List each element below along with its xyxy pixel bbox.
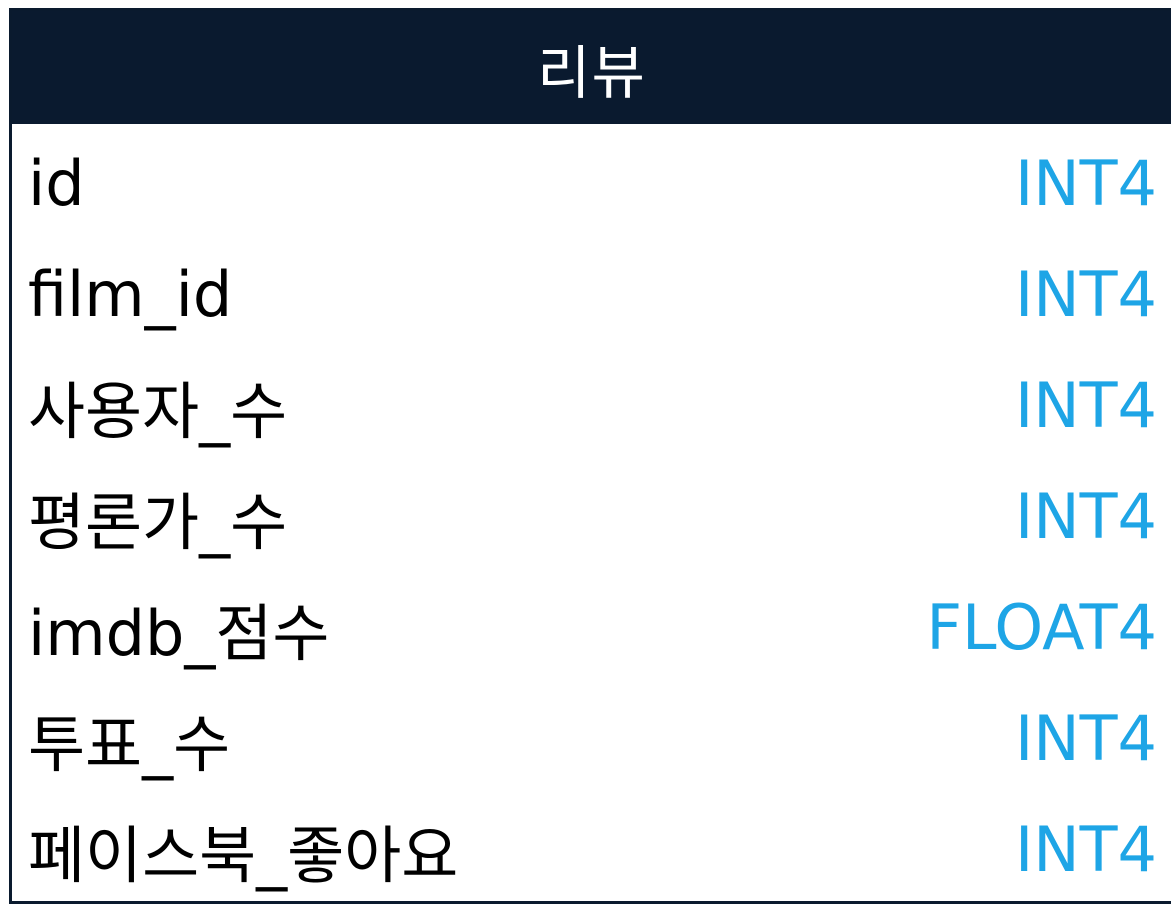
field-name: 페이스북_좋아요 [28,818,459,892]
field-type: INT4 [1015,147,1157,220]
entity-table: 리뷰 id INT4 film_id INT4 사용자_수 INT4 평론가_수… [9,8,1171,904]
field-row-imdb-score: imdb_점수 FLOAT4 [12,572,1171,683]
entity-header: 리뷰 [12,11,1171,124]
field-type: INT4 [1015,369,1157,442]
field-type: INT4 [1015,480,1157,553]
field-row-id: id INT4 [12,128,1171,239]
field-type: INT4 [1015,813,1157,886]
field-name: film_id [28,258,233,331]
field-type: INT4 [1015,258,1157,331]
field-list: id INT4 film_id INT4 사용자_수 INT4 평론가_수 IN… [12,124,1171,905]
field-name: 투표_수 [28,707,231,781]
field-type: FLOAT4 [926,591,1157,664]
field-name: 사용자_수 [28,374,288,448]
field-row-film-id: film_id INT4 [12,239,1171,350]
field-type: INT4 [1015,702,1157,775]
field-row-user-count: 사용자_수 INT4 [12,350,1171,461]
field-name: imdb_점수 [28,596,330,670]
field-name: id [28,147,85,220]
field-row-vote-count: 투표_수 INT4 [12,683,1171,794]
field-name: 평론가_수 [28,485,288,559]
entity-title: 리뷰 [537,38,646,107]
field-row-facebook-likes: 페이스북_좋아요 INT4 [12,794,1171,905]
field-row-critic-count: 평론가_수 INT4 [12,461,1171,572]
